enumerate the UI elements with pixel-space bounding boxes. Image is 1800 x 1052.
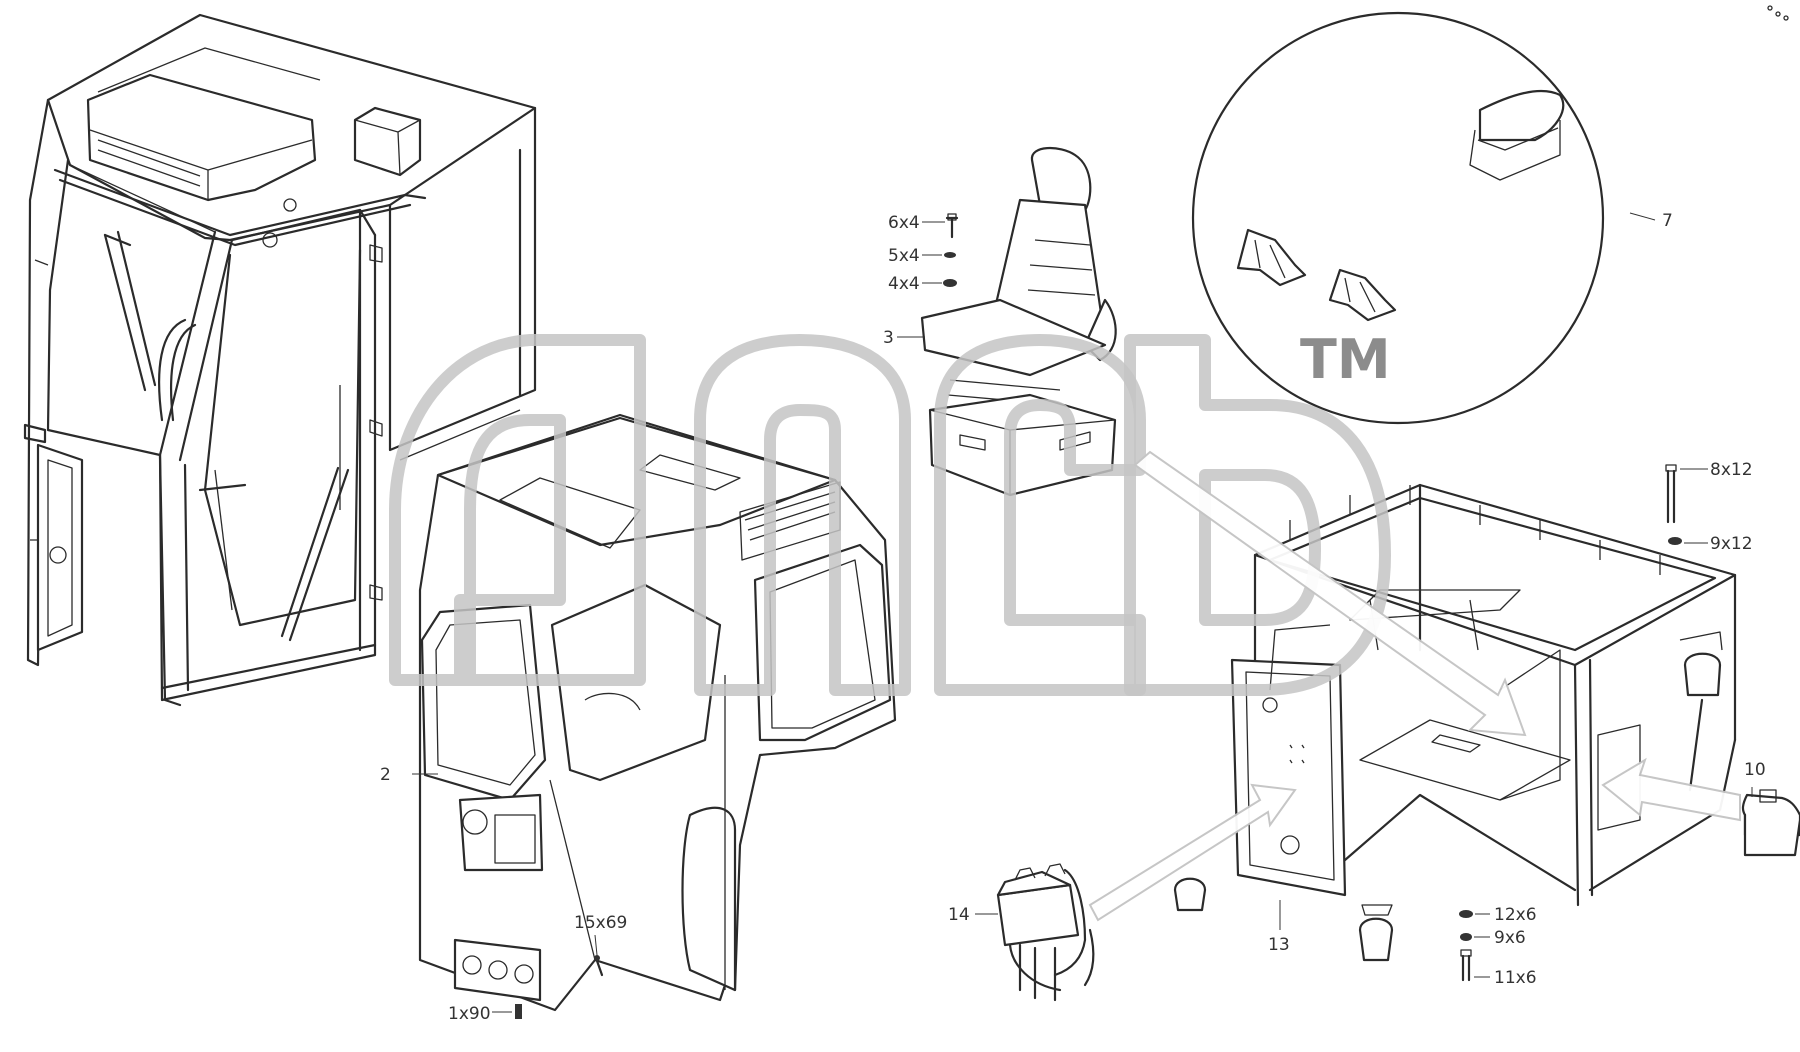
label-part-1: 1x90 [448, 1004, 491, 1024]
label-part-5: 5x4 [888, 246, 920, 266]
label-part-6: 6x4 [888, 213, 920, 233]
label-part-10: 10 [1744, 760, 1766, 780]
label-part-4: 4x4 [888, 274, 920, 294]
label-part-12: 12x6 [1494, 905, 1537, 925]
platform-frame [1173, 483, 1737, 962]
label-part-7: 7 [1662, 211, 1673, 231]
small-parts [943, 213, 1800, 1002]
label-part-9: 9x12 [1710, 534, 1753, 554]
leader-lines [412, 212, 1753, 1013]
label-part-3: 3 [883, 328, 894, 348]
label-part-11: 11x6 [1494, 968, 1537, 988]
label-part-9b: 9x6 [1494, 928, 1526, 948]
label-part-13: 13 [1268, 935, 1290, 955]
label-part-14: 14 [948, 905, 970, 925]
trademark-mark: TM [1300, 328, 1391, 391]
corner-mark [1767, 5, 1789, 21]
cab-shell [418, 413, 897, 1019]
label-part-2: 2 [380, 765, 391, 785]
watermark: TM [389, 328, 1741, 922]
label-part-15: 15x69 [574, 913, 627, 933]
detail-circle [1191, 11, 1605, 425]
label-part-8: 8x12 [1710, 460, 1753, 480]
cab-frame [23, 13, 537, 707]
operator-seat [920, 147, 1117, 497]
callout-labels: 1x90 2 3 4x4 5x4 6x4 7 8x12 9x12 9x6 10 … [380, 211, 1766, 1024]
